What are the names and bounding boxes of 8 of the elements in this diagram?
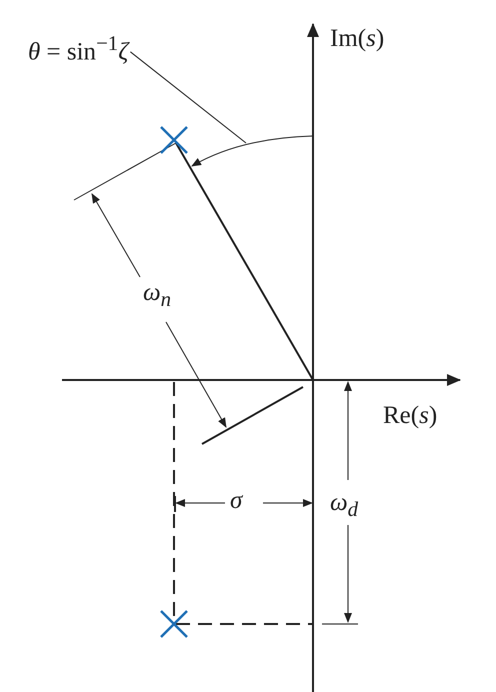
- angle-arc: [191, 136, 314, 166]
- axis-label: Im(s): [330, 26, 384, 51]
- dimension-label: σ: [230, 488, 242, 513]
- dimension-label: ω$_{n}$: [143, 280, 172, 310]
- dimension-label: ω$_{d}$: [330, 490, 358, 520]
- angle-label: θ = sin$^{−1}$ζ: [28, 33, 128, 64]
- leader-line: [130, 51, 246, 144]
- axis-label: Re(s): [383, 403, 438, 428]
